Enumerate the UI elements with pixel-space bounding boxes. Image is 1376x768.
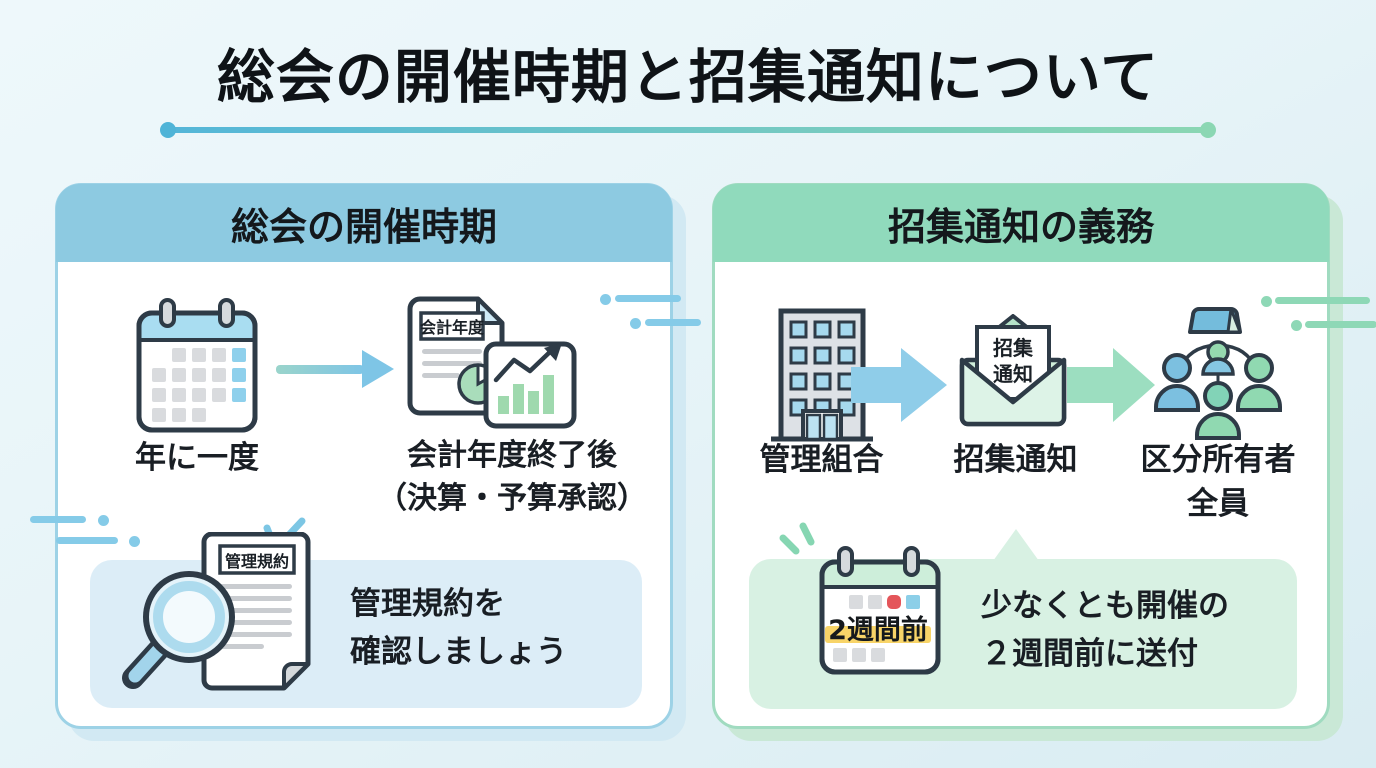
management-association-label: 管理組合 [759, 442, 884, 478]
right-panel-header: 招集通知の義務 [713, 184, 1329, 262]
decor-line [645, 319, 701, 326]
decor-line [30, 516, 86, 523]
right-panel: 招集通知の義務 招集 通知 [712, 183, 1376, 729]
bar-chart-icon [483, 341, 577, 429]
building-icon [771, 308, 873, 442]
decor-dot [630, 318, 641, 329]
fiscal-document-icon: 会計年度 [407, 296, 577, 429]
decor-dot [1261, 296, 1272, 307]
decor-line [615, 295, 681, 302]
owners-label: 区分所有者 全員 [1129, 438, 1307, 526]
calendar-ring-icon [218, 298, 235, 328]
magnifier-icon [122, 571, 235, 689]
left-panel-header: 総会の開催時期 [56, 184, 672, 262]
left-note-text: 管理規約を 確認しましょう [350, 580, 567, 676]
fiscal-year-label-line1: 会計年度終了後 [407, 438, 617, 473]
underline-dot-left [160, 122, 176, 138]
fiscal-year-label: 会計年度終了後 （決算・予算承認） [351, 435, 673, 520]
left-note-line1: 管理規約を [350, 586, 505, 622]
decor-line [1275, 297, 1370, 304]
decor-line [56, 537, 118, 544]
owners-label-line2: 全員 [1187, 486, 1249, 523]
once-a-year-label: 年に一度 [135, 440, 259, 476]
notice-label: 招集通知 [953, 442, 1078, 478]
calendar-icon [136, 298, 258, 433]
decor-line [1305, 321, 1376, 328]
envelope-icon: 招集 通知 [959, 314, 1067, 427]
bubble-pointer [993, 529, 1039, 561]
fiscal-document-title: 会計年度 [420, 318, 485, 337]
envelope-text-line1: 招集 [993, 336, 1034, 360]
block-arrow-green-icon [1067, 348, 1155, 422]
decor-dot [98, 515, 109, 526]
right-note-text: 少なくとも開催の ２週間前に送付 [981, 582, 1229, 678]
right-note-line2: ２週間前に送付 [981, 636, 1198, 673]
rules-document-title: 管理規約 [225, 552, 289, 571]
left-panel: 総会の開催時期 [30, 183, 701, 729]
title-underline [160, 122, 1216, 138]
left-note-line2: 確認しましょう [350, 634, 567, 671]
owners-label-line1: 区分所有者 [1140, 442, 1296, 478]
envelope-text-line2: 通知 [993, 362, 1033, 386]
arrow-right-icon [276, 350, 394, 388]
block-arrow-blue-icon [851, 348, 947, 422]
calendar-ring-icon [903, 546, 920, 577]
calendar-ring-icon [159, 298, 176, 328]
decor-dot [600, 294, 611, 305]
highlight-day-red [887, 595, 901, 609]
decor-dot [129, 536, 140, 547]
decor-dot [1291, 320, 1302, 331]
rules-document-icon: 管理規約 [122, 532, 311, 691]
page-title: 総会の開催時期と招集通知について [216, 43, 1160, 111]
fiscal-year-label-line2: （決算・予算承認） [377, 480, 647, 516]
people-group-icon [1154, 307, 1282, 440]
reminder-calendar-icon: 2週間前 [819, 546, 941, 675]
two-weeks-text: 2週間前 [828, 614, 928, 646]
calendar-ring-icon [837, 546, 854, 577]
underline-dot-right [1200, 122, 1216, 138]
sparkle-icon [779, 522, 815, 555]
right-note-line1: 少なくとも開催の [981, 588, 1229, 624]
yellow-highlight [825, 626, 931, 643]
highlight-day-blue [906, 595, 920, 609]
